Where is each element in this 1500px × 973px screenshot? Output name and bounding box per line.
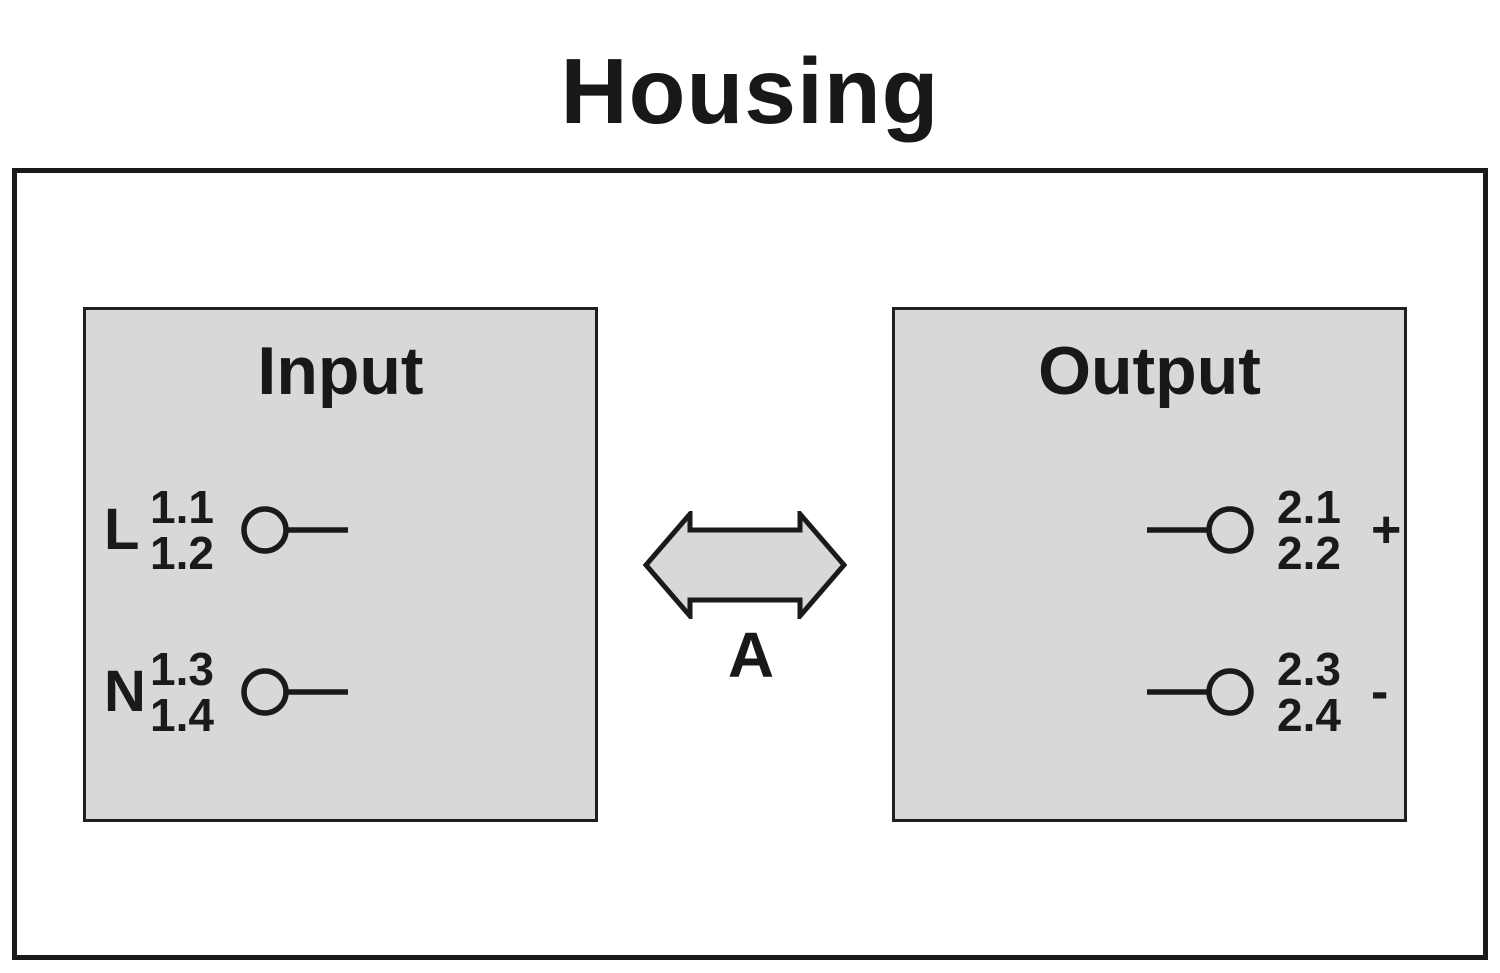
output-terminal-minus: 2.3 2.4 - [1143,642,1388,742]
terminal-numbers: 2.3 2.4 [1277,646,1367,738]
terminal-number-top: 2.3 [1277,643,1341,695]
arrow-label: A [727,619,775,691]
terminal-number-top: 1.1 [150,481,214,533]
terminal-contact-icon [1147,668,1254,716]
output-terminal-plus: 2.1 2.2 + [1143,480,1401,580]
terminal-number-bottom: 1.4 [150,689,214,741]
input-terminal-L: L 1.1 1.2 [104,480,352,580]
terminal-contact-icon [1147,506,1254,554]
output-block-title: Output [1038,333,1261,409]
terminal-number-bottom: 2.4 [1277,689,1341,741]
terminal-contact-icon [241,506,348,554]
terminal-letter: L [104,497,140,562]
polarity-sign: - [1371,663,1389,721]
polarity-sign: + [1371,501,1402,559]
terminal-numbers: 1.1 1.2 [150,484,240,576]
terminal-letter: N [104,659,146,724]
terminal-number-top: 2.1 [1277,481,1341,533]
terminal-numbers: 2.1 2.2 [1277,484,1367,576]
double-arrow-icon [643,511,847,619]
terminal-number-bottom: 1.2 [150,527,214,579]
input-terminal-N: N 1.3 1.4 [104,642,352,742]
diagram-title: Housing [560,39,940,143]
output-block: Output 2.1 2.2 + 2.3 2.4 - [892,307,1407,822]
terminal-contact-icon [241,668,348,716]
terminal-numbers: 1.3 1.4 [150,646,240,738]
terminal-number-top: 1.3 [150,643,214,695]
terminal-number-bottom: 2.2 [1277,527,1341,579]
input-block: Input L 1.1 1.2 N 1.3 1.4 [83,307,598,822]
input-block-title: Input [257,333,424,409]
